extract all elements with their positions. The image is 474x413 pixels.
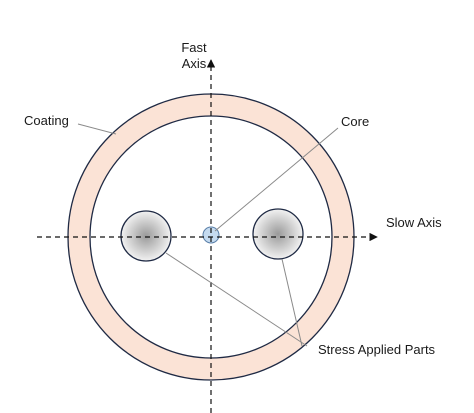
stress-leader-line-left [165, 252, 308, 347]
stress-leader-line-right [281, 258, 303, 347]
coating-label: Coating [24, 113, 69, 128]
slow-axis-label: Slow Axis [386, 215, 442, 230]
core-leader-line [214, 127, 339, 232]
coating-leader-line [77, 123, 117, 135]
fast-axis-label-line2: Axis [182, 56, 207, 71]
stress-part-left [120, 210, 172, 262]
stress-part-right [252, 208, 304, 260]
fast-axis-label-line1: Fast [181, 40, 207, 55]
core-label: Core [341, 114, 369, 129]
stress-parts-label: Stress Applied Parts [318, 342, 436, 357]
